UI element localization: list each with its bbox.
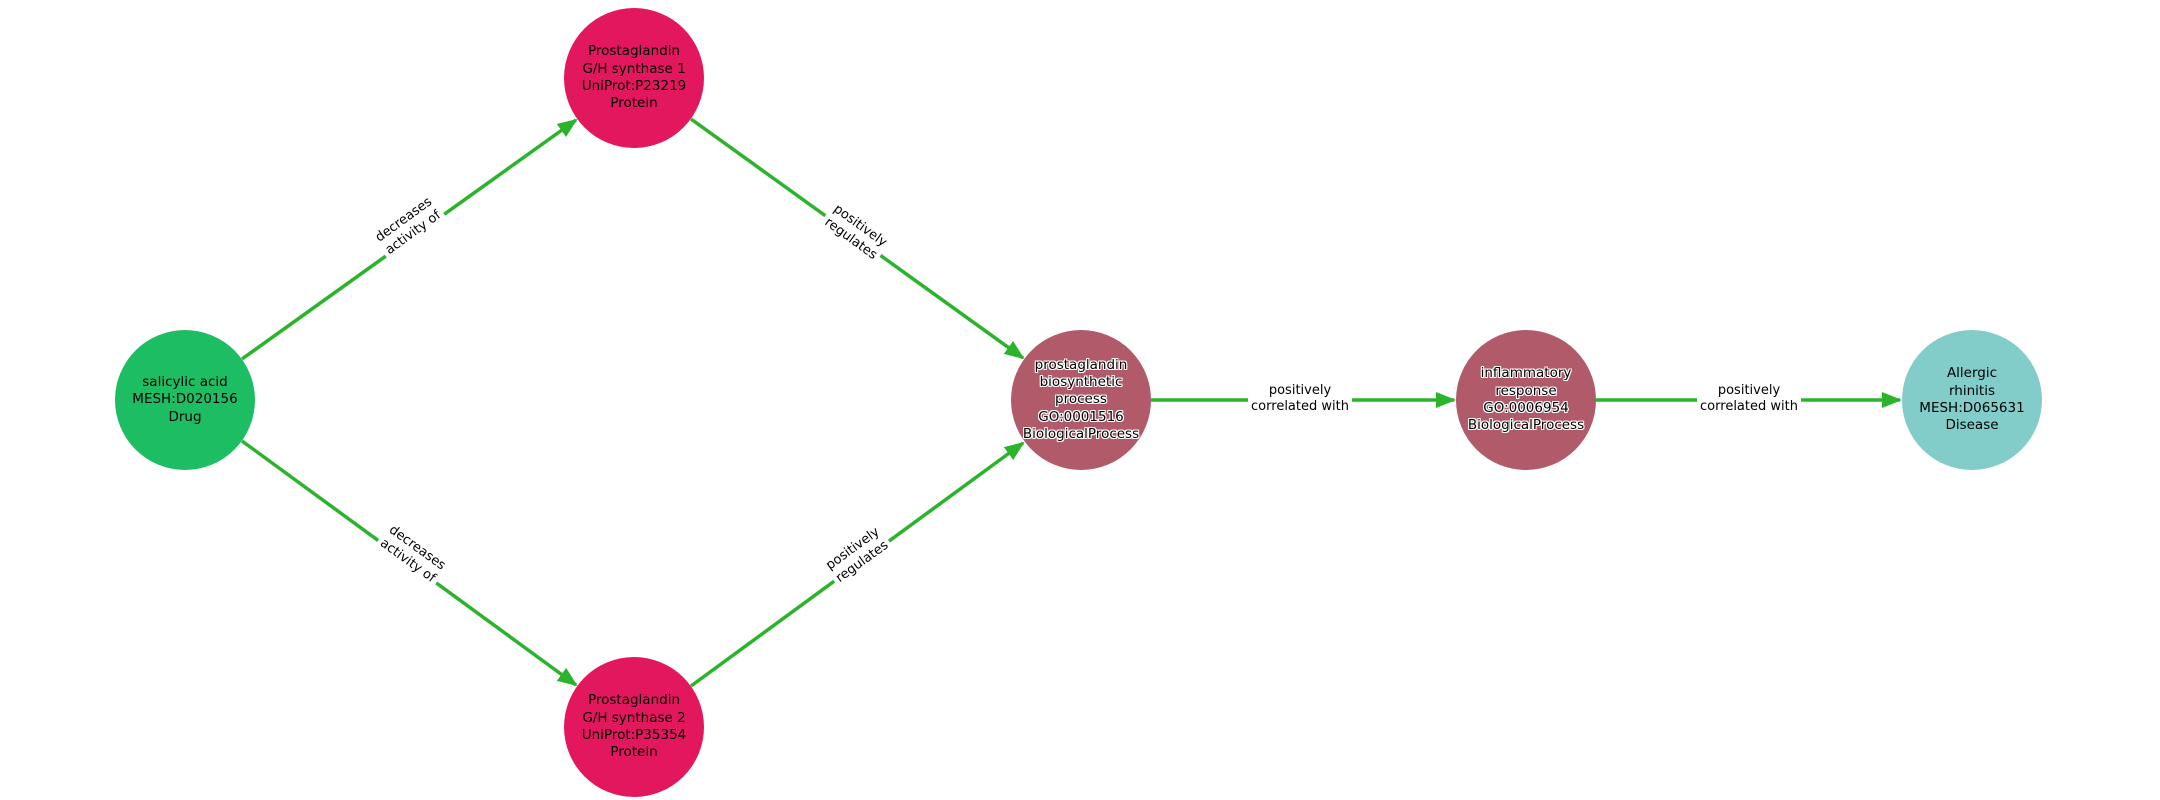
node-prostaglandin-gh-synthase-1: Prostaglandin G/H synthase 1 UniProt:P23… — [564, 8, 704, 148]
node-prostaglandin-biosynthetic-process-label: prostaglandin biosynthetic process GO:00… — [1022, 356, 1140, 442]
node-prostaglandin-gh-synthase-2-label: Prostaglandin G/H synthase 2 UniProt:P35… — [581, 692, 687, 761]
node-salicylic-acid: salicylic acid MESH:D020156 Drug — [115, 330, 255, 470]
node-inflammatory-response: inflammatory response GO:0006954 Biologi… — [1456, 330, 1596, 470]
node-prostaglandin-gh-synthase-1-label: Prostaglandin G/H synthase 1 UniProt:P23… — [581, 43, 687, 112]
node-allergic-rhinitis-label: Allergic rhinitis MESH:D065631 Disease — [1919, 365, 2025, 434]
node-prostaglandin-biosynthetic-process: prostaglandin biosynthetic process GO:00… — [1011, 330, 1151, 470]
node-allergic-rhinitis: Allergic rhinitis MESH:D065631 Disease — [1902, 330, 2042, 470]
node-prostaglandin-gh-synthase-2: Prostaglandin G/H synthase 2 UniProt:P35… — [564, 657, 704, 797]
edge-label-positively-correlated-with-2: positively correlated with — [1697, 381, 1801, 417]
edge-label-positively-correlated-with-1: positively correlated with — [1248, 381, 1352, 417]
node-inflammatory-response-label: inflammatory response GO:0006954 Biologi… — [1467, 365, 1585, 434]
node-salicylic-acid-label: salicylic acid MESH:D020156 Drug — [132, 374, 238, 425]
